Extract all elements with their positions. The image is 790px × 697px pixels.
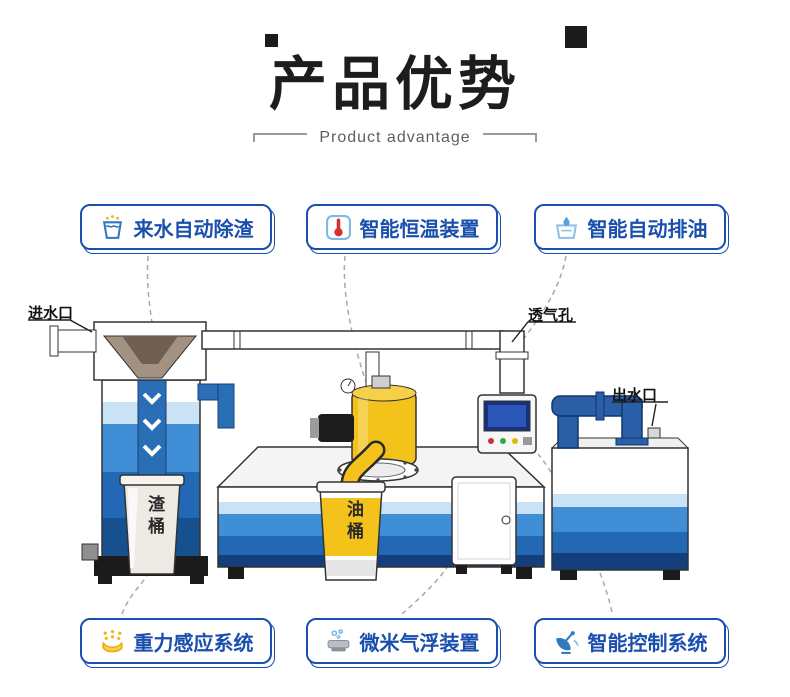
feature-air-flotation: 微米气浮装置: [306, 618, 498, 664]
vent-pipe: [201, 330, 529, 394]
feature-label: 智能自动排油: [587, 218, 708, 241]
page-title: 产品优势: [268, 52, 521, 117]
vent-label: 透气孔: [528, 307, 574, 324]
page-subtitle: Product advantage: [319, 128, 471, 146]
thermometer-icon: [325, 214, 351, 240]
feature-label: 智能恒温装置: [359, 218, 480, 241]
feature-label: 微米气浮装置: [359, 632, 480, 655]
feature-gravity-sensing: 重力感应系统: [80, 618, 272, 664]
subtitle-right-line: [482, 133, 537, 143]
decor-square-large: [564, 26, 587, 48]
title-block: 产品优势 Product advantage: [0, 26, 790, 147]
flotation-device-box: [451, 476, 517, 574]
title-wrap: 产品优势 Product advantage: [253, 26, 587, 147]
control-panel: [477, 394, 537, 454]
inlet-screen-unit: [49, 321, 208, 584]
feature-auto-oil-drain: 智能自动排油: [534, 204, 726, 250]
feature-label: 重力感应系统: [133, 632, 254, 655]
inlet-label: 进水口: [28, 305, 74, 322]
oil-bucket-label: 油桶: [344, 500, 363, 544]
oil-drain-icon: [555, 216, 577, 239]
label-leader-lines: [28, 319, 668, 427]
feature-debris-removal: 来水自动除渣: [80, 204, 272, 250]
satellite-dish-icon: [555, 630, 579, 654]
decor-square-small: [265, 34, 279, 47]
feature-label: 来水自动除渣: [133, 218, 254, 241]
clean-water-tank: [550, 427, 690, 580]
transfer-pipe: [197, 383, 235, 429]
subtitle-left-line: [253, 133, 308, 143]
bubble-device-icon: [327, 628, 349, 651]
subtitle-row: Product advantage: [253, 128, 537, 147]
slag-bucket-label: 渣桶: [145, 495, 164, 539]
debris-cup-icon: [102, 214, 122, 239]
feature-smart-control: 智能控制系统: [534, 618, 726, 664]
oil-bucket: [316, 481, 386, 581]
outlet-label: 出水口: [612, 387, 658, 404]
gravity-dots-icon: [101, 629, 123, 652]
outlet-pipe: [551, 391, 649, 449]
feature-thermostat: 智能恒温装置: [306, 204, 498, 250]
feature-label: 智能控制系统: [587, 632, 708, 655]
